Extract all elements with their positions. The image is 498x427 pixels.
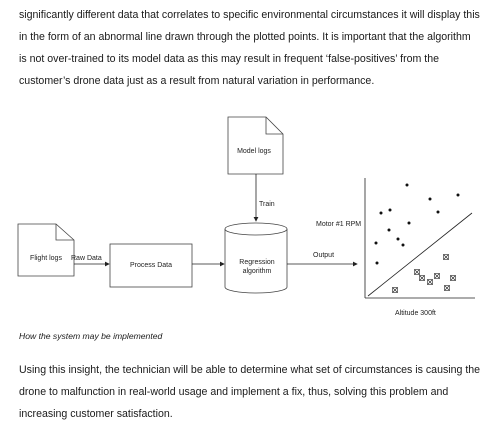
x-axis-label: Altitude 300ft [395, 310, 436, 317]
outro-paragraph: Using this insight, the technician will … [19, 364, 481, 420]
data-points-crosses [392, 254, 456, 293]
process-data-box: Process Data [109, 243, 193, 288]
model-logs-label: Model logs [237, 148, 271, 155]
flight-logs-document: Flight logs [17, 223, 75, 277]
regression-algorithm-cylinder: Regression algorithm [224, 222, 288, 294]
regression-line [367, 212, 473, 297]
model-logs-document: Model logs [227, 116, 284, 175]
y-axis-label: Motor #1 RPM [316, 221, 361, 228]
regression-label-line2: algorithm [243, 268, 272, 275]
diagram-caption: How the system may be implemented [19, 331, 163, 341]
train-label: Train [259, 201, 275, 208]
regression-label-line1: Regression [239, 259, 275, 266]
raw-data-label: Raw Data [71, 255, 102, 262]
process-data-label: Process Data [130, 262, 172, 269]
scatter-plot: Motor #1 RPM Altitude 300ft [316, 178, 475, 317]
data-points-dots [374, 183, 460, 265]
flight-logs-label: Flight logs [30, 255, 62, 262]
output-label: Output [313, 252, 334, 259]
intro-paragraph: significantly different data that correl… [19, 9, 480, 87]
